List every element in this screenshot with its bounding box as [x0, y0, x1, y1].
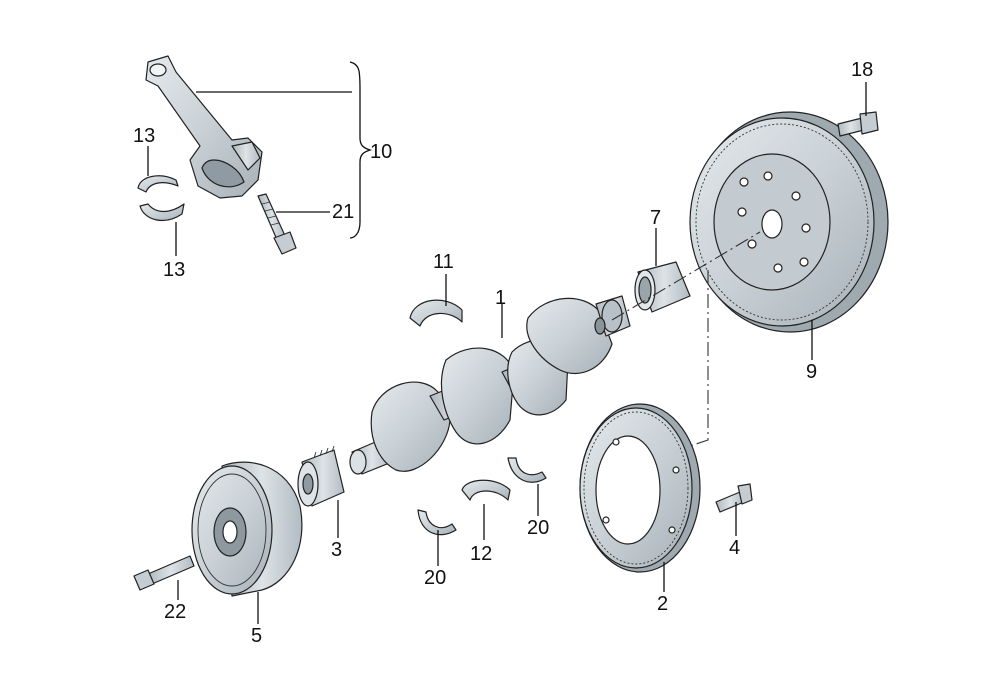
callout-7: 7 — [650, 207, 661, 229]
connecting-rod-bolt — [257, 193, 297, 255]
callout-22: 22 — [164, 601, 186, 623]
main-bearing-shell-upper — [409, 299, 463, 327]
conrod-bearing-shell-lower — [139, 203, 185, 222]
ring-bolt — [715, 483, 753, 513]
callout-20-lower: 20 — [424, 567, 446, 589]
thrust-bearing-shell — [461, 479, 511, 501]
callout-4: 4 — [729, 537, 740, 559]
callout-12: 12 — [470, 543, 492, 565]
leader-lines — [147, 61, 867, 624]
callout-11: 11 — [433, 251, 454, 273]
callout-1: 1 — [495, 287, 506, 309]
callout-13-upper: 13 — [133, 125, 155, 147]
callout-13-lower: 13 — [163, 259, 185, 281]
pulley-bolt — [133, 555, 195, 591]
connecting-rod — [145, 55, 263, 199]
callout-21: 21 — [332, 201, 354, 223]
vibration-damper-pulley — [191, 461, 303, 597]
callout-20-upper: 20 — [527, 517, 549, 539]
flywheel-bolt — [837, 111, 879, 137]
callout-18: 18 — [851, 59, 873, 81]
callout-2: 2 — [657, 593, 668, 615]
thrust-washer-lower — [417, 509, 457, 536]
crankshaft — [349, 295, 631, 475]
flywheel — [689, 111, 889, 333]
callout-9: 9 — [806, 361, 817, 383]
callout-3: 3 — [331, 539, 342, 561]
sender-wheel-ring — [579, 403, 701, 573]
thrust-washer-upper — [507, 457, 547, 483]
callout-5: 5 — [251, 625, 262, 647]
callout-labels: 1 2 3 4 5 7 9 10 11 12 13 13 18 20 20 21… — [133, 59, 873, 647]
conrod-bearing-shell-upper — [137, 175, 179, 193]
callout-10: 10 — [370, 141, 392, 163]
crankshaft-sprocket — [297, 445, 345, 507]
center-lines — [611, 231, 761, 447]
spacer-bush — [634, 261, 691, 313]
